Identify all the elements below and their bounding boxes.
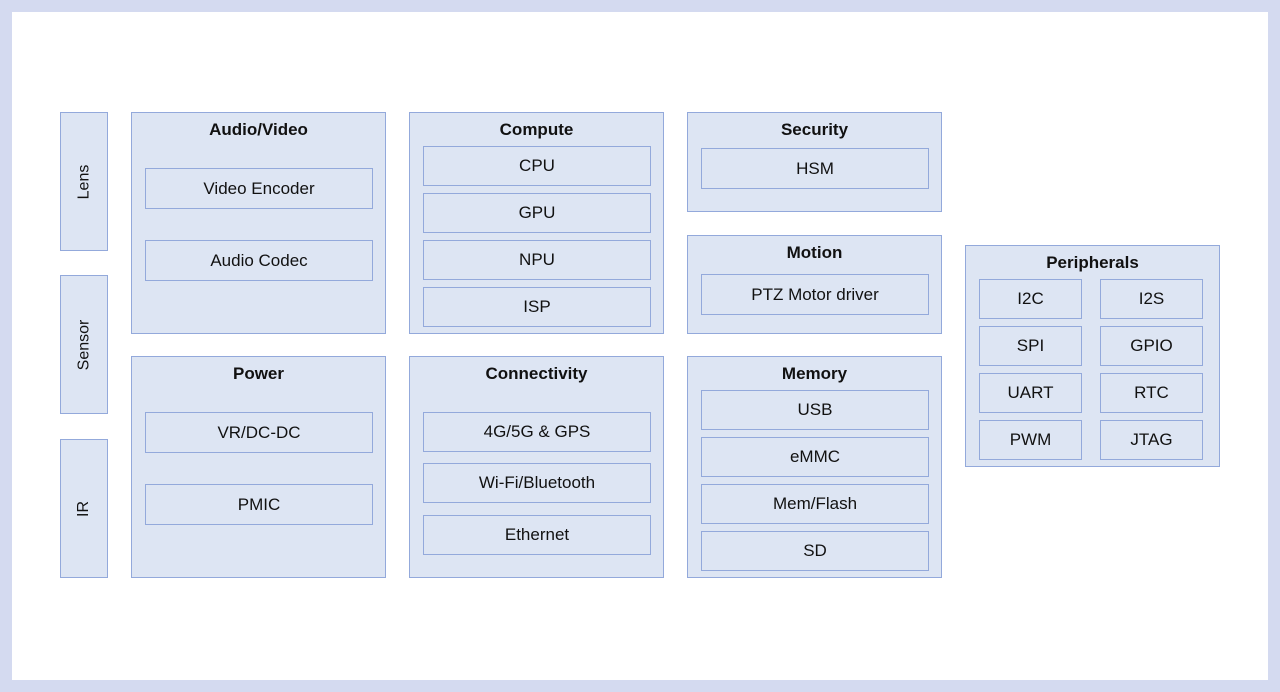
memory-block: Memory USB eMMC Mem/Flash SD — [687, 356, 942, 578]
audio-video-title: Audio/Video — [209, 120, 308, 139]
i2s-block: I2S — [1100, 279, 1203, 319]
wifi-bluetooth-block: Wi-Fi/Bluetooth — [423, 463, 651, 503]
compute-block: Compute CPU GPU NPU ISP — [409, 112, 664, 334]
ethernet-block: Ethernet — [423, 515, 651, 555]
memory-title: Memory — [781, 364, 848, 383]
gpu-block: GPU — [423, 193, 651, 233]
pmic-block: PMIC — [145, 484, 373, 525]
motion-block: Motion PTZ Motor driver — [687, 235, 942, 334]
pwm-block: PWM — [979, 420, 1082, 460]
uart-block: UART — [979, 373, 1082, 413]
lens-block: Lens — [60, 112, 108, 251]
sensor-label: Sensor — [75, 319, 93, 370]
peripherals-block: Peripherals I2C I2S SPI GPIO UART RTC PW… — [965, 245, 1220, 467]
security-title: Security — [780, 120, 849, 139]
mem-flash-block: Mem/Flash — [701, 484, 929, 524]
spi-block: SPI — [979, 326, 1082, 366]
connectivity-title: Connectivity — [485, 364, 588, 383]
peripherals-title: Peripherals — [1046, 253, 1139, 272]
power-block: Power VR/DC-DC PMIC — [131, 356, 386, 578]
isp-block: ISP — [423, 287, 651, 327]
audio-video-block: Audio/Video Video Encoder Audio Codec — [131, 112, 386, 334]
ptz-motor-driver-block: PTZ Motor driver — [701, 274, 929, 315]
i2c-block: I2C — [979, 279, 1082, 319]
lens-label: Lens — [74, 164, 92, 199]
vr-dc-dc-block: VR/DC-DC — [145, 412, 373, 453]
ir-label: IR — [75, 500, 92, 517]
ir-block: IR — [60, 439, 108, 578]
npu-block: NPU — [423, 240, 651, 280]
motion-title: Motion — [786, 243, 843, 262]
connectivity-block: Connectivity 4G/5G & GPS Wi-Fi/Bluetooth… — [409, 356, 664, 578]
audio-codec-block: Audio Codec — [145, 240, 373, 281]
jtag-block: JTAG — [1100, 420, 1203, 460]
sensor-block: Sensor — [60, 275, 108, 414]
cellular-gps-block: 4G/5G & GPS — [423, 412, 651, 452]
video-encoder-block: Video Encoder — [145, 168, 373, 209]
hsm-block: HSM — [701, 148, 929, 189]
emmc-block: eMMC — [701, 437, 929, 477]
rtc-block: RTC — [1100, 373, 1203, 413]
compute-title: Compute — [499, 120, 574, 139]
cpu-block: CPU — [423, 146, 651, 186]
power-title: Power — [232, 364, 285, 383]
usb-block: USB — [701, 390, 929, 430]
sd-block: SD — [701, 531, 929, 571]
gpio-block: GPIO — [1100, 326, 1203, 366]
security-block: Security HSM — [687, 112, 942, 212]
